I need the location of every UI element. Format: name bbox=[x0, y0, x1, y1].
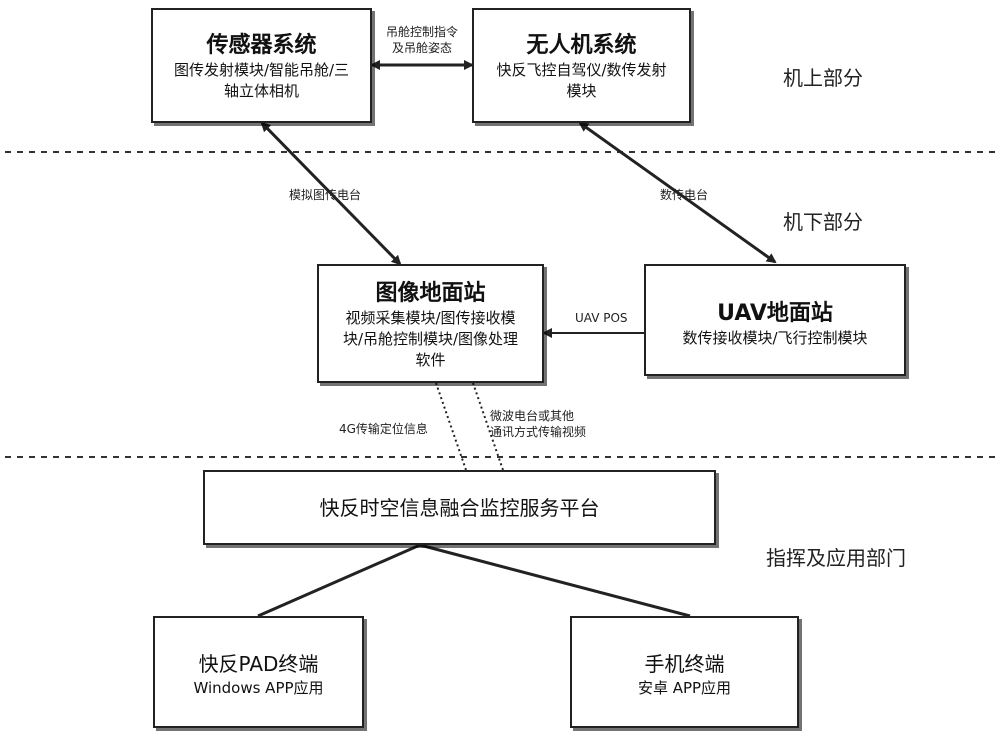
node-desc: 轴立体相机 bbox=[223, 82, 299, 100]
node-desc: 安卓 APP应用 bbox=[637, 679, 732, 697]
node-phone-terminal: 手机终端 安卓 APP应用 bbox=[570, 616, 799, 728]
node-desc: 数传接收模块/飞行控制模块 bbox=[682, 329, 868, 347]
node-title: UAV地面站 bbox=[717, 301, 833, 326]
edge-sensor-image-station bbox=[260, 121, 402, 266]
edge-label-line: 通讯方式传输视频 bbox=[490, 425, 587, 439]
node-pad-terminal: 快反PAD终端 Windows APP应用 bbox=[153, 616, 364, 728]
node-title: 快反时空信息融合监控服务平台 bbox=[319, 496, 600, 520]
node-desc: 图传发射模块/智能吊舱/三 bbox=[173, 61, 350, 79]
node-desc: Windows APP应用 bbox=[193, 679, 324, 697]
edge-platform-pad bbox=[257, 543, 421, 618]
edge-4g-location bbox=[435, 382, 467, 471]
node-desc: 模块 bbox=[566, 82, 597, 100]
edge-label-line: 吊舱控制指令 bbox=[386, 25, 459, 39]
edge-label-gimbal-command: 吊舱控制指令 及吊舱姿态 bbox=[386, 24, 458, 56]
edge-label-line: 及吊舱姿态 bbox=[392, 41, 453, 55]
section-label-onboard: 机上部分 bbox=[783, 66, 863, 90]
node-title: 无人机系统 bbox=[526, 33, 637, 58]
node-uav-ground-station: UAV地面站 数传接收模块/飞行控制模块 bbox=[644, 264, 906, 376]
edge-microwave-video bbox=[472, 382, 504, 471]
node-title: 手机终端 bbox=[644, 652, 725, 676]
node-sensor-system: 传感器系统 图传发射模块/智能吊舱/三 轴立体相机 bbox=[151, 8, 372, 123]
node-desc: 软件 bbox=[415, 351, 446, 369]
section-label-ground: 机下部分 bbox=[783, 210, 863, 234]
edge-label-uav-pos: UAV POS bbox=[575, 311, 628, 325]
section-label-command: 指挥及应用部门 bbox=[766, 546, 906, 570]
edge-label-microwave: 微波电台或其他 通讯方式传输视频 bbox=[490, 408, 586, 440]
node-desc: 快反飞控自驾仪/数传发射 bbox=[496, 61, 667, 79]
node-service-platform: 快反时空信息融合监控服务平台 bbox=[203, 470, 716, 545]
node-title: 快反PAD终端 bbox=[198, 652, 319, 676]
edge-label-analog-video: 模拟图传电台 bbox=[289, 188, 362, 202]
node-title: 图像地面站 bbox=[375, 281, 486, 306]
node-uav-system: 无人机系统 快反飞控自驾仪/数传发射 模块 bbox=[472, 8, 691, 123]
node-title: 传感器系统 bbox=[206, 33, 317, 58]
edge-label-line: 微波电台或其他 bbox=[490, 409, 575, 423]
node-desc: 视频采集模块/图传接收模 bbox=[345, 309, 516, 327]
edge-uav-uav-station bbox=[578, 121, 777, 264]
edge-platform-phone bbox=[419, 543, 691, 618]
node-image-ground-station: 图像地面站 视频采集模块/图传接收模 块/吊舱控制模块/图像处理 软件 bbox=[317, 264, 544, 383]
edge-label-data-radio: 数传电台 bbox=[660, 188, 709, 202]
node-desc: 块/吊舱控制模块/图像处理 bbox=[342, 330, 519, 348]
edge-label-4g-location: 4G传输定位信息 bbox=[339, 422, 428, 436]
